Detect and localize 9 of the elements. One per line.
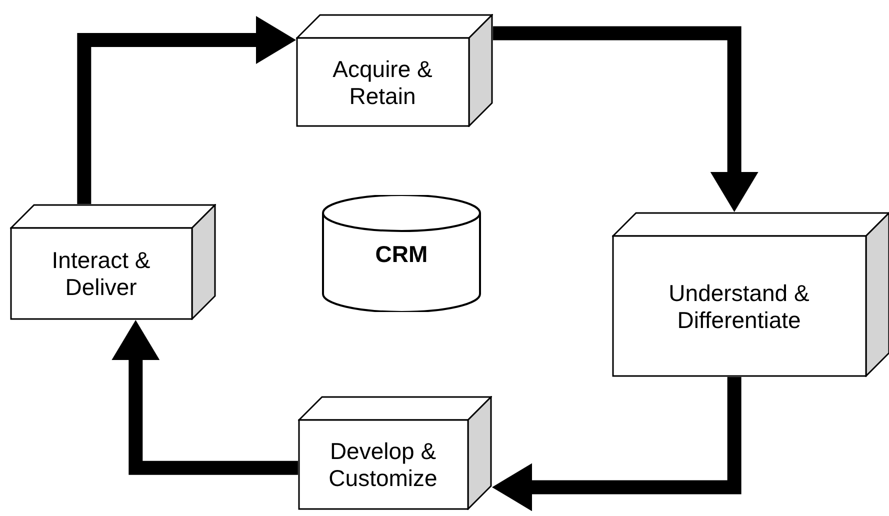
arrow [492,377,742,512]
arrow [77,16,296,204]
arrow [112,320,298,475]
node-label: Acquire & Retain [332,56,434,110]
arrow [493,26,758,212]
node-label: CRM [375,241,428,268]
node-label: Develop & Customize [328,438,438,492]
node-label: Understand & Differentiate [668,280,810,334]
node-label: Interact & Deliver [50,247,152,301]
